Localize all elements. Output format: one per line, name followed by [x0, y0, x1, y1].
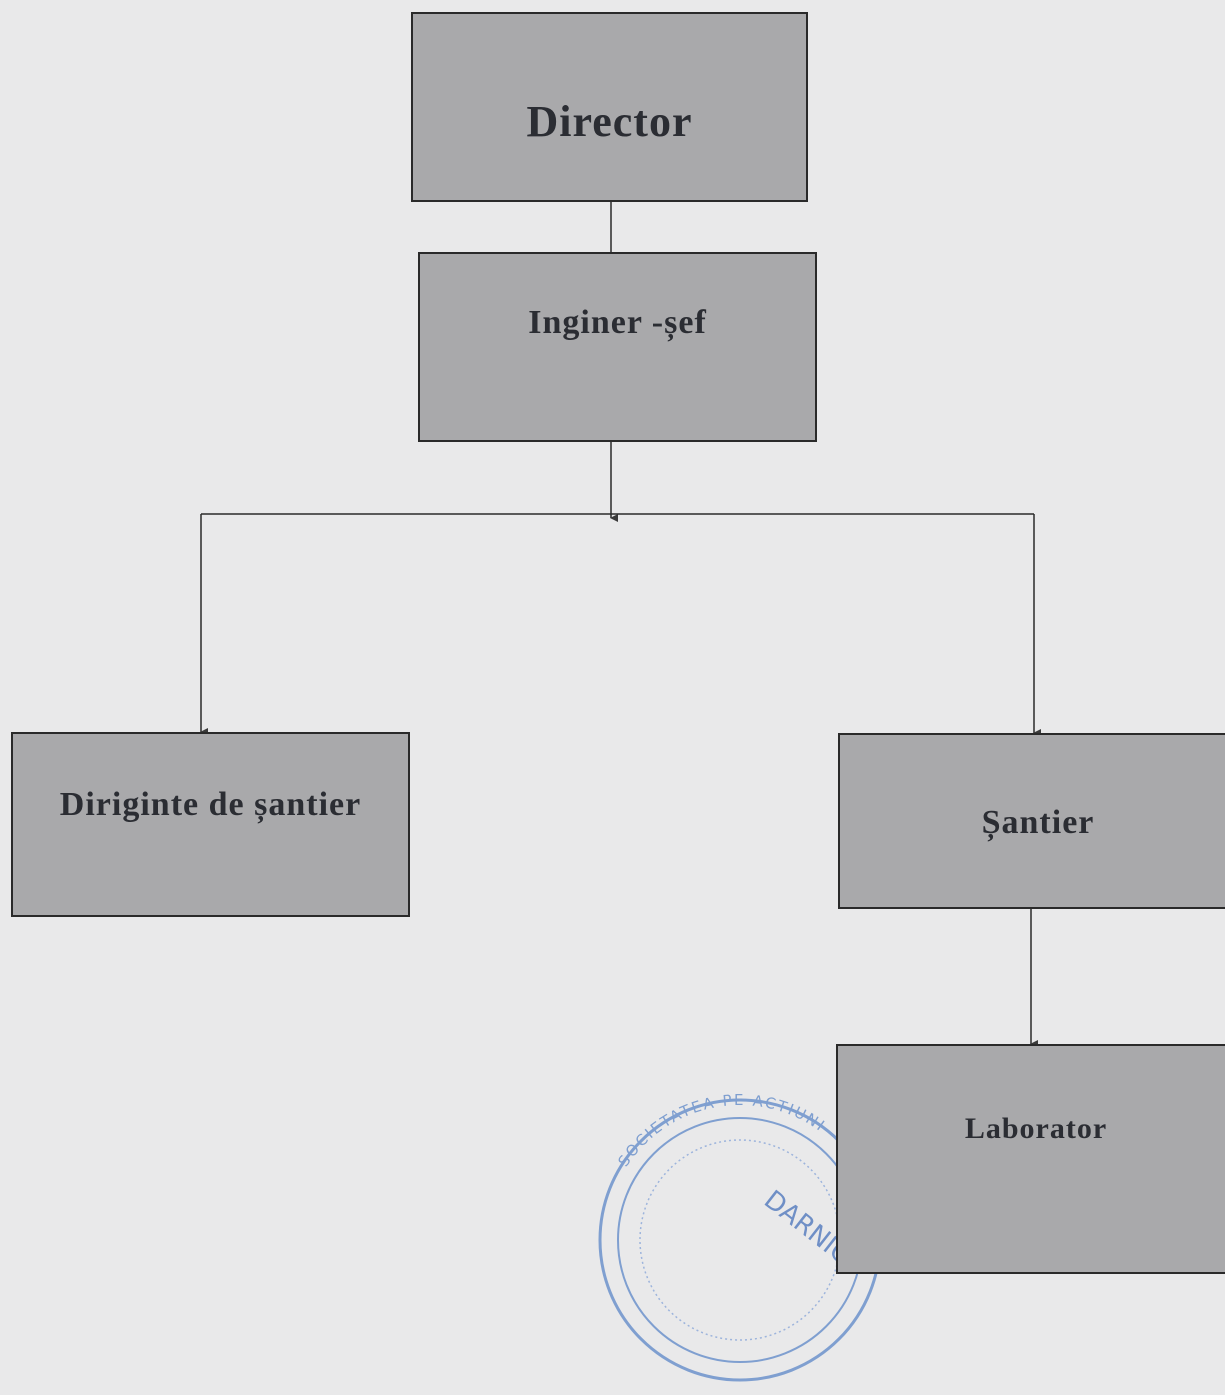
node-diriginte-de-santier: Diriginte de șantier — [11, 732, 410, 917]
node-laborator-label: Laborator — [964, 1112, 1108, 1145]
node-diriginte-label: Diriginte de șantier — [59, 786, 362, 823]
node-director-label: Director — [526, 97, 693, 146]
node-director: Director — [411, 12, 808, 202]
node-laborator: Laborator — [836, 1044, 1225, 1274]
node-santier-label: Șantier — [981, 804, 1095, 841]
node-inginer-sef: Inginer -șef — [418, 252, 817, 442]
connector-lines — [200, 202, 1041, 1048]
node-inginer-sef-label: Inginer -șef — [528, 304, 707, 341]
node-santier: Șantier — [838, 733, 1225, 909]
